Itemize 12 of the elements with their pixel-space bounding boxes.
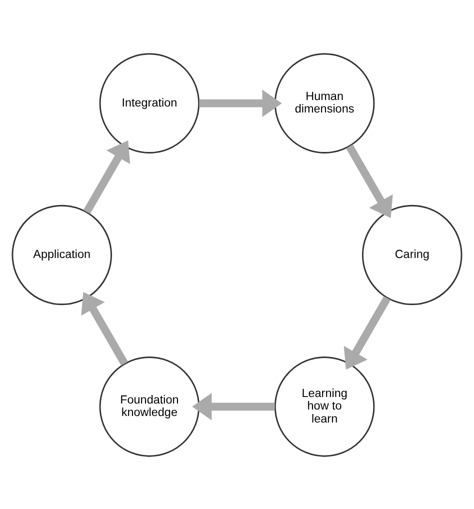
node-circle: Application xyxy=(12,204,112,305)
node-circle: Learning how to learn xyxy=(274,356,375,456)
arrow xyxy=(81,292,128,366)
node-circle: Human dimensions xyxy=(274,52,375,153)
arrow xyxy=(83,140,130,214)
arrow xyxy=(346,144,393,218)
node-circle: Foundation knowledge xyxy=(99,356,200,456)
arrow xyxy=(199,89,282,117)
node-circle: Integration xyxy=(99,52,200,153)
arrow xyxy=(344,296,391,370)
node-circle: Caring xyxy=(362,204,462,305)
arrow xyxy=(192,392,275,420)
